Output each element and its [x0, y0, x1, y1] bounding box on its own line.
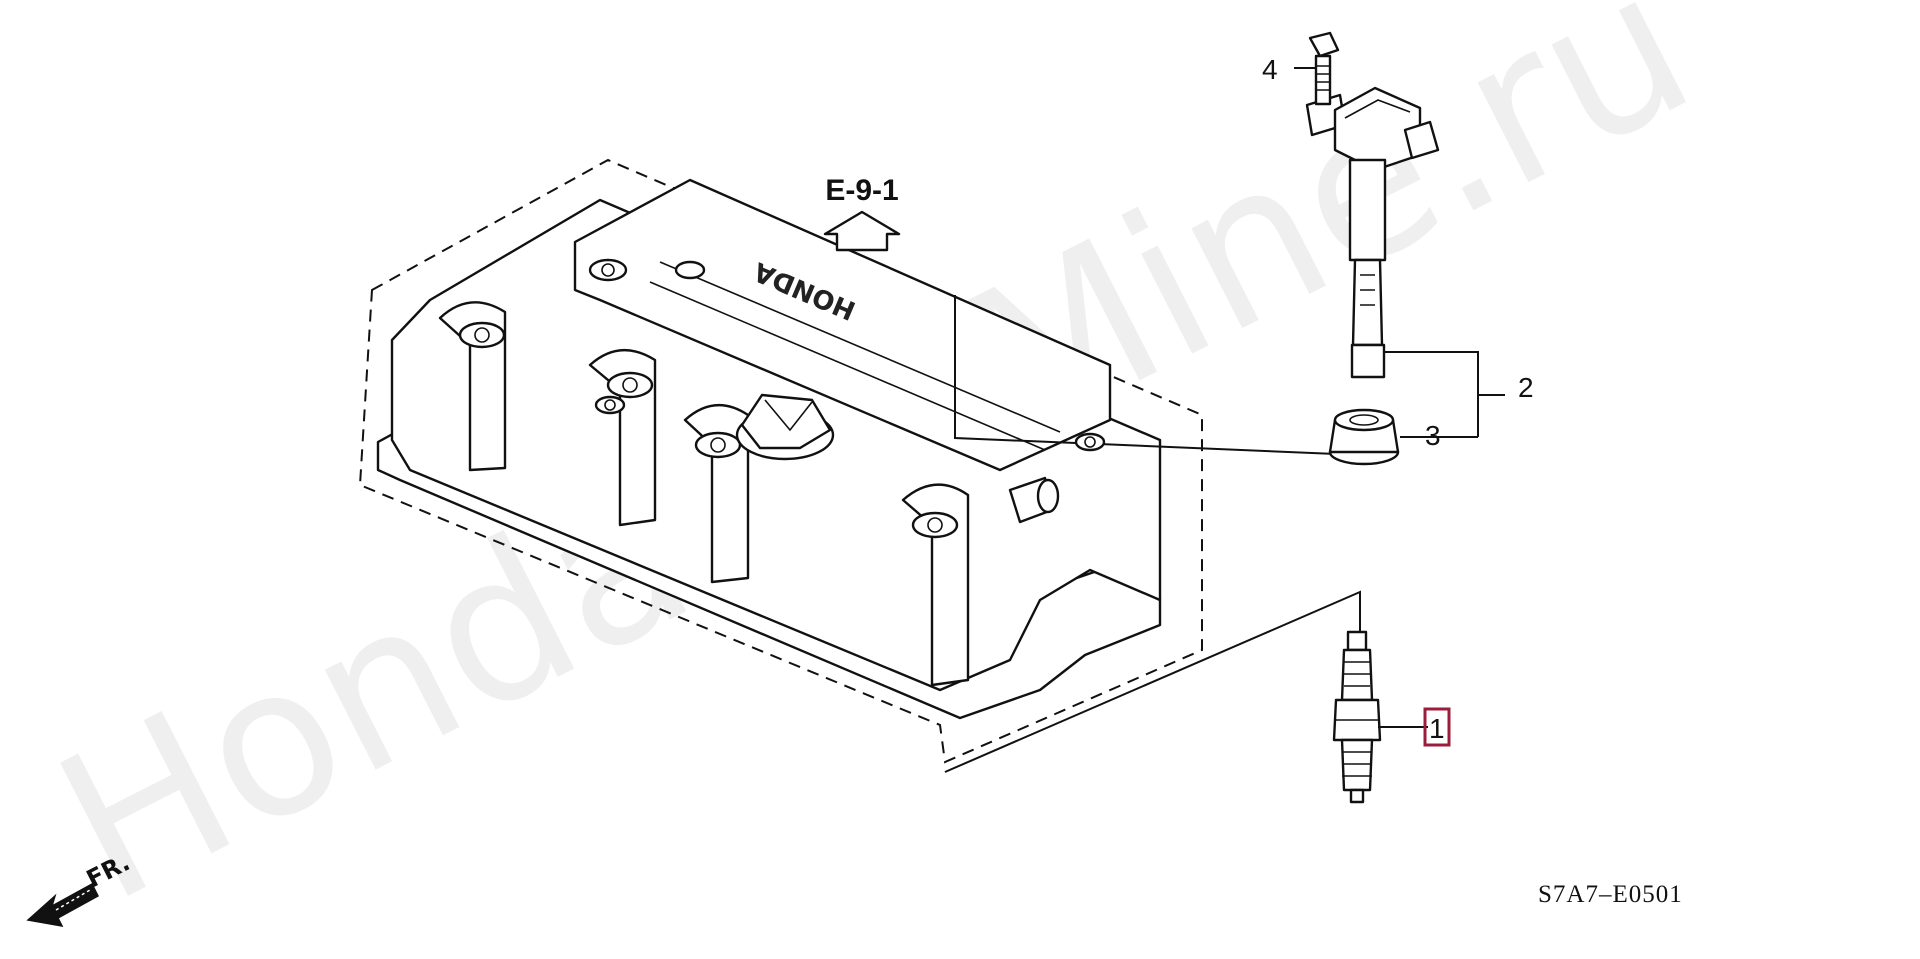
callout-1[interactable]: 1: [1423, 707, 1451, 747]
callout-number-2[interactable]: 2: [1518, 372, 1534, 403]
head-cover-top-ridge: [573, 178, 1112, 472]
spark-plug[interactable]: [1332, 630, 1382, 804]
coil-boot: [1351, 258, 1384, 347]
ignition-coil[interactable]: [1305, 86, 1440, 379]
callout-leaders: [1294, 67, 1505, 728]
plug-tube-3: [683, 403, 750, 584]
callout-number-4[interactable]: 4: [1262, 54, 1278, 85]
callout-3[interactable]: 3: [1425, 420, 1441, 451]
spark-plug-group-line: [944, 590, 1361, 773]
coil-bolt[interactable]: [1308, 31, 1340, 106]
callout-1-highlight-box: [1423, 707, 1451, 747]
coil-tip: [1350, 343, 1386, 379]
drawing-code: S7A7–E0501: [1538, 881, 1683, 908]
coil-seal[interactable]: [1328, 408, 1400, 466]
cover-bolt-bosses: [588, 258, 1106, 452]
head-cover-center-line: [954, 295, 1361, 456]
head-cover-ridge-line: [659, 261, 1061, 433]
coil-shaft: [1348, 158, 1387, 262]
callout-number-3[interactable]: 3: [1425, 420, 1441, 451]
head-cover-group: HONDA: [358, 158, 1361, 764]
head-cover-dashed-outline: [358, 158, 1203, 764]
up-arrow-icon: [823, 210, 901, 252]
plug-tube-1: [438, 301, 507, 472]
front-arrow-icon: [26, 882, 99, 927]
pcv-fitting: [1008, 476, 1060, 524]
reference-label[interactable]: E-9-1: [825, 174, 898, 207]
callout-2[interactable]: 2: [1518, 372, 1534, 403]
coil-connector: [1403, 120, 1440, 160]
plug-tube-4: [901, 483, 970, 687]
head-cover-ridge-line-2: [649, 281, 1046, 451]
callout-number-1[interactable]: 1: [1429, 713, 1445, 744]
oil-filler-cap: [735, 393, 835, 461]
plug-tube-2: [588, 348, 657, 527]
callout-4[interactable]: 4: [1262, 54, 1278, 85]
reference-e-9-1[interactable]: E-9-1: [823, 174, 901, 252]
